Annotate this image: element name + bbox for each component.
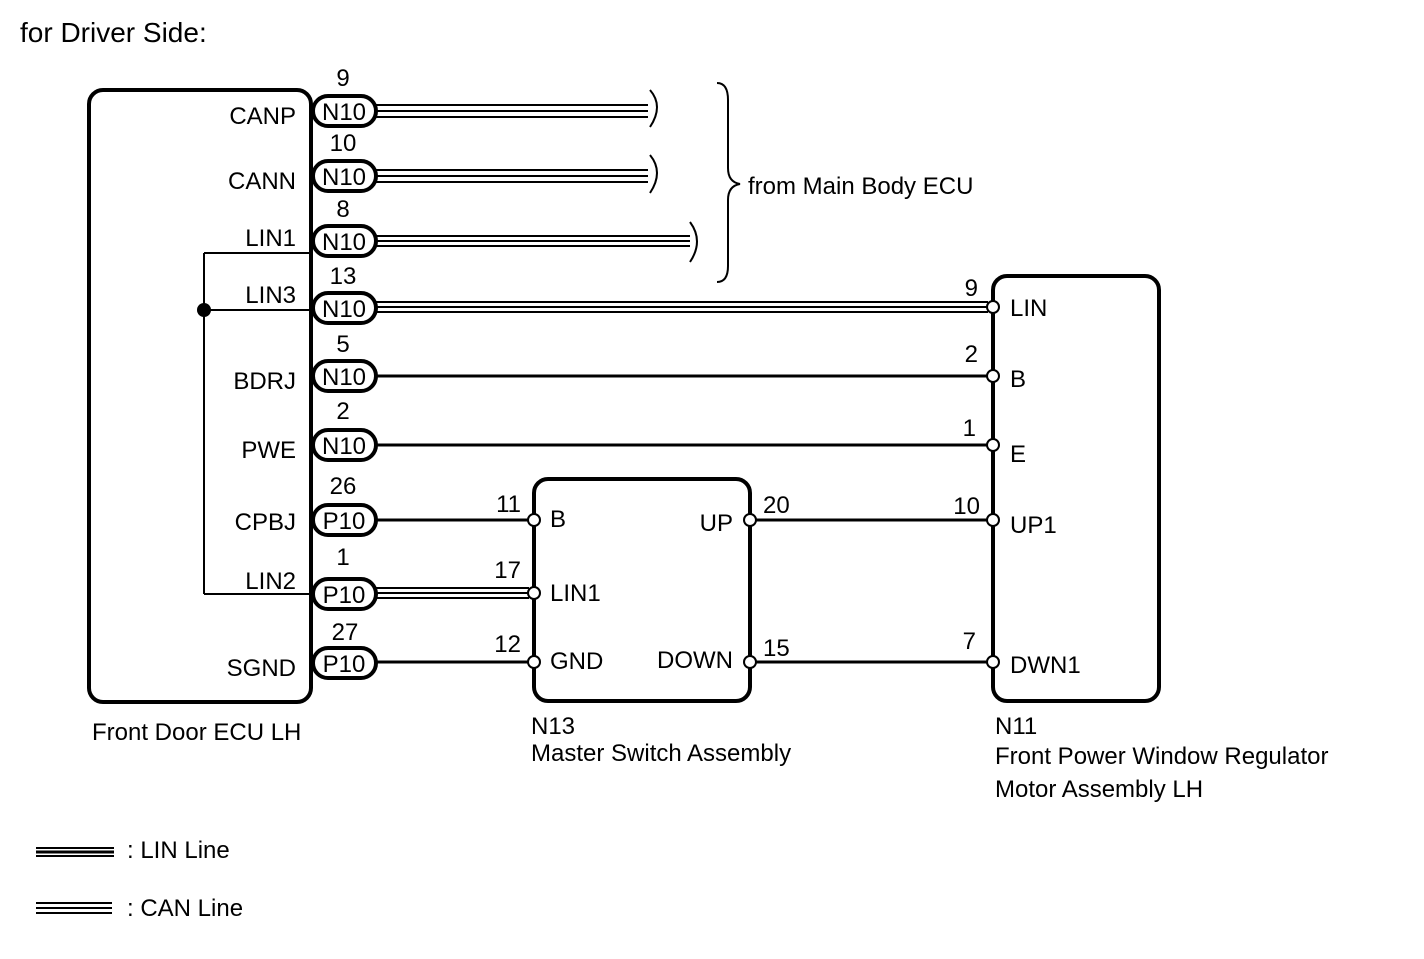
connector-label-lin3: N10	[322, 296, 366, 323]
switch-pin-dot-down	[743, 655, 757, 669]
ecu-pin-label-canp: CANP	[229, 103, 296, 130]
connector-label-canp: N10	[322, 99, 366, 126]
motor-pin-number-up1: 10	[953, 493, 980, 520]
ecu-pin-label-pwe: PWE	[241, 437, 296, 464]
wire-cann	[375, 154, 658, 194]
switch-pin-number-lin1: 17	[494, 557, 521, 584]
connector-cpbj: P10	[311, 503, 378, 537]
wire-canp	[375, 89, 658, 128]
switch-pin-dot-b	[527, 513, 541, 527]
ecu-pin-number-pwe: 2	[336, 398, 349, 425]
ecu-pin-label-cann: CANN	[228, 168, 296, 195]
connector-pwe: N10	[311, 428, 378, 462]
ecu-pin-label-cpbj: CPBJ	[235, 509, 296, 536]
switch-code: N13	[531, 713, 575, 740]
motor-pin-number-dwn1: 7	[963, 628, 976, 655]
motor-pin-label-lin: LIN	[1010, 295, 1047, 322]
legend-lin-line: : LIN Line	[36, 837, 230, 864]
motor-pin-number-e: 1	[963, 415, 976, 442]
switch-pin-number-gnd: 12	[494, 631, 521, 658]
brace-label: from Main Body ECU	[748, 173, 973, 200]
motor-code: N11	[995, 713, 1037, 740]
connector-label-bdrj: N10	[322, 364, 366, 391]
connector-sgnd: P10	[311, 646, 378, 680]
switch-pin-dot-lin1	[527, 586, 541, 600]
ecu-pin-number-sgnd: 27	[332, 619, 359, 646]
switch-pin-number-down: 15	[763, 635, 790, 662]
motor-pin-label-dwn1: DWN1	[1010, 652, 1081, 679]
connector-label-lin2: P10	[323, 582, 366, 609]
ecu-pin-number-cann: 10	[330, 130, 357, 157]
lin-line-symbol	[36, 847, 114, 857]
legend-can-line: : CAN Line	[36, 895, 243, 922]
switch-name: Master Switch Assembly	[531, 740, 791, 767]
wire-lin3-to-motor-lin	[375, 301, 988, 313]
switch-pin-number-b: 11	[496, 491, 521, 518]
connector-lin1: N10	[311, 224, 378, 258]
switch-pin-label-b: B	[550, 506, 566, 533]
window-motor-box	[991, 274, 1161, 703]
connector-label-sgnd: P10	[323, 651, 366, 678]
wire-lin1	[375, 221, 698, 263]
connector-canp: N10	[311, 94, 378, 128]
ecu-pin-number-lin3: 13	[330, 263, 357, 290]
ecu-name: Front Door ECU LH	[92, 719, 301, 746]
ecu-pin-label-bdrj: BDRJ	[233, 368, 296, 395]
connector-bdrj: N10	[311, 359, 378, 393]
switch-pin-dot-up	[743, 513, 757, 527]
wire-lin2-to-switch-lin1	[375, 587, 529, 599]
switch-pin-number-up: 20	[763, 492, 790, 519]
ecu-pin-label-lin2: LIN2	[245, 568, 296, 595]
page-title: for Driver Side:	[20, 17, 207, 48]
switch-pin-label-gnd: GND	[550, 648, 603, 675]
motor-pin-number-lin: 9	[965, 275, 978, 302]
ecu-lin-junction-dot	[197, 303, 211, 317]
motor-pin-dot-dwn1	[986, 655, 1000, 669]
ecu-pin-number-canp: 9	[336, 65, 349, 92]
motor-name-line1: Front Power Window Regulator	[995, 743, 1328, 770]
ecu-pin-label-lin3: LIN3	[245, 282, 296, 309]
front-door-ecu-box	[87, 88, 313, 704]
motor-pin-label-e: E	[1010, 441, 1026, 468]
motor-name-line2: Motor Assembly LH	[995, 776, 1203, 803]
motor-pin-dot-up1	[986, 513, 1000, 527]
connector-label-pwe: N10	[322, 433, 366, 460]
motor-pin-dot-b	[986, 369, 1000, 383]
motor-pin-label-b: B	[1010, 366, 1026, 393]
motor-pin-number-b: 2	[965, 341, 978, 368]
ecu-pin-number-lin2: 1	[336, 544, 349, 571]
from-main-body-ecu-brace	[716, 82, 741, 283]
ecu-pin-label-lin1: LIN1	[245, 225, 296, 252]
can-line-symbol	[36, 902, 112, 914]
legend-can-label: : CAN Line	[127, 895, 243, 922]
motor-pin-dot-e	[986, 438, 1000, 452]
connector-label-lin1: N10	[322, 229, 366, 256]
connector-label-cpbj: P10	[323, 508, 366, 535]
connector-lin2: P10	[311, 577, 378, 611]
switch-pin-dot-gnd	[527, 655, 541, 669]
connector-cann: N10	[311, 159, 378, 193]
legend-lin-label: : LIN Line	[127, 837, 230, 864]
switch-pin-label-down: DOWN	[657, 647, 733, 674]
ecu-pin-number-cpbj: 26	[330, 473, 357, 500]
motor-pin-dot-lin	[986, 300, 1000, 314]
ecu-pin-number-lin1: 8	[336, 196, 349, 223]
ecu-pin-label-sgnd: SGND	[227, 655, 296, 682]
connector-lin3: N10	[311, 291, 378, 325]
motor-pin-label-up1: UP1	[1010, 512, 1057, 539]
ecu-pin-number-bdrj: 5	[336, 331, 349, 358]
connector-label-cann: N10	[322, 164, 366, 191]
switch-pin-label-up: UP	[700, 510, 733, 537]
switch-pin-label-lin1: LIN1	[550, 580, 601, 607]
